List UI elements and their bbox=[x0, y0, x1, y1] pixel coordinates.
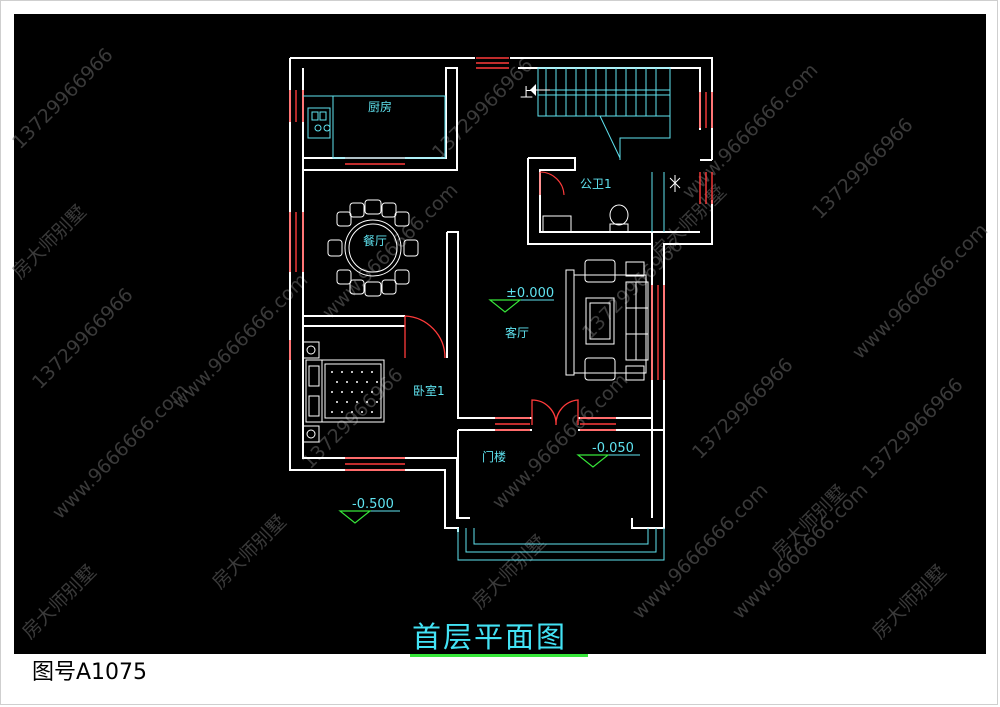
level-marker-porch: -0.050 bbox=[576, 441, 640, 468]
room-label-dining: 餐厅 bbox=[363, 233, 387, 248]
room-label-living: 客厅 bbox=[505, 325, 529, 340]
living-furniture bbox=[565, 259, 649, 381]
watermark-phone: 13729966966 bbox=[428, 54, 538, 164]
window-bath bbox=[699, 172, 713, 204]
window-kitchen bbox=[289, 90, 304, 122]
drawing-number: 图号A1075 bbox=[32, 660, 148, 685]
entry-door bbox=[531, 399, 579, 426]
watermark-phone: 13729966966 bbox=[858, 374, 968, 484]
watermark-phone: 13729966966 bbox=[8, 44, 118, 154]
watermark-layer: 13729966966 www.9666666.com 房大师别墅 137299… bbox=[8, 44, 992, 644]
watermark-brand: 房大师别墅 bbox=[468, 531, 551, 614]
kitchen-fixtures bbox=[303, 95, 446, 159]
bed-pattern bbox=[331, 371, 378, 413]
watermark-brand: 房大师别墅 bbox=[18, 561, 101, 644]
window-entry-right bbox=[580, 417, 616, 431]
drawing-canvas bbox=[14, 14, 986, 654]
window-top bbox=[476, 57, 509, 69]
level-marker-outside: -0.500 bbox=[338, 497, 400, 524]
dining-table bbox=[327, 199, 419, 297]
level-outside-label: -0.500 bbox=[352, 497, 394, 512]
room-label-bedroom: 卧室1 bbox=[413, 383, 445, 398]
watermark-brand: 房大师别墅 bbox=[208, 511, 291, 594]
watermark-brand: 房大师别墅 bbox=[868, 561, 951, 644]
bath-door bbox=[539, 171, 565, 196]
stair-up-label: 上 bbox=[520, 86, 533, 101]
doors bbox=[404, 171, 579, 426]
level-porch-label: -0.050 bbox=[592, 441, 634, 456]
title-underline bbox=[410, 654, 588, 657]
window-entry-left bbox=[495, 417, 530, 431]
watermark-phone: 13729966966 bbox=[28, 284, 138, 394]
watermark-site: www.9666666.com bbox=[848, 219, 992, 363]
level-marker-main: ±0.000 bbox=[488, 286, 554, 313]
window-living bbox=[651, 285, 665, 380]
bed bbox=[302, 341, 385, 443]
stairs bbox=[530, 67, 671, 160]
window-bedroom bbox=[345, 457, 405, 471]
drawing-title: 首层平面图 bbox=[412, 620, 568, 654]
watermark-brand: 房大师别墅 bbox=[8, 201, 91, 284]
bedroom-door bbox=[404, 315, 446, 359]
level-main-label: ±0.000 bbox=[506, 286, 554, 301]
bath-fixtures bbox=[542, 172, 681, 233]
windows bbox=[289, 57, 713, 471]
watermark-site: www.9666666.com bbox=[318, 179, 462, 323]
room-label-bathroom: 公卫1 bbox=[580, 177, 612, 191]
porch-steps bbox=[457, 528, 665, 561]
watermark-phone: 13729966966 bbox=[808, 114, 918, 224]
window-stair bbox=[699, 92, 713, 128]
window-dining bbox=[289, 212, 304, 272]
room-label-porch: 门楼 bbox=[482, 449, 506, 464]
watermark-phone: 13729966966 bbox=[688, 354, 798, 464]
room-label-kitchen: 厨房 bbox=[368, 99, 392, 114]
